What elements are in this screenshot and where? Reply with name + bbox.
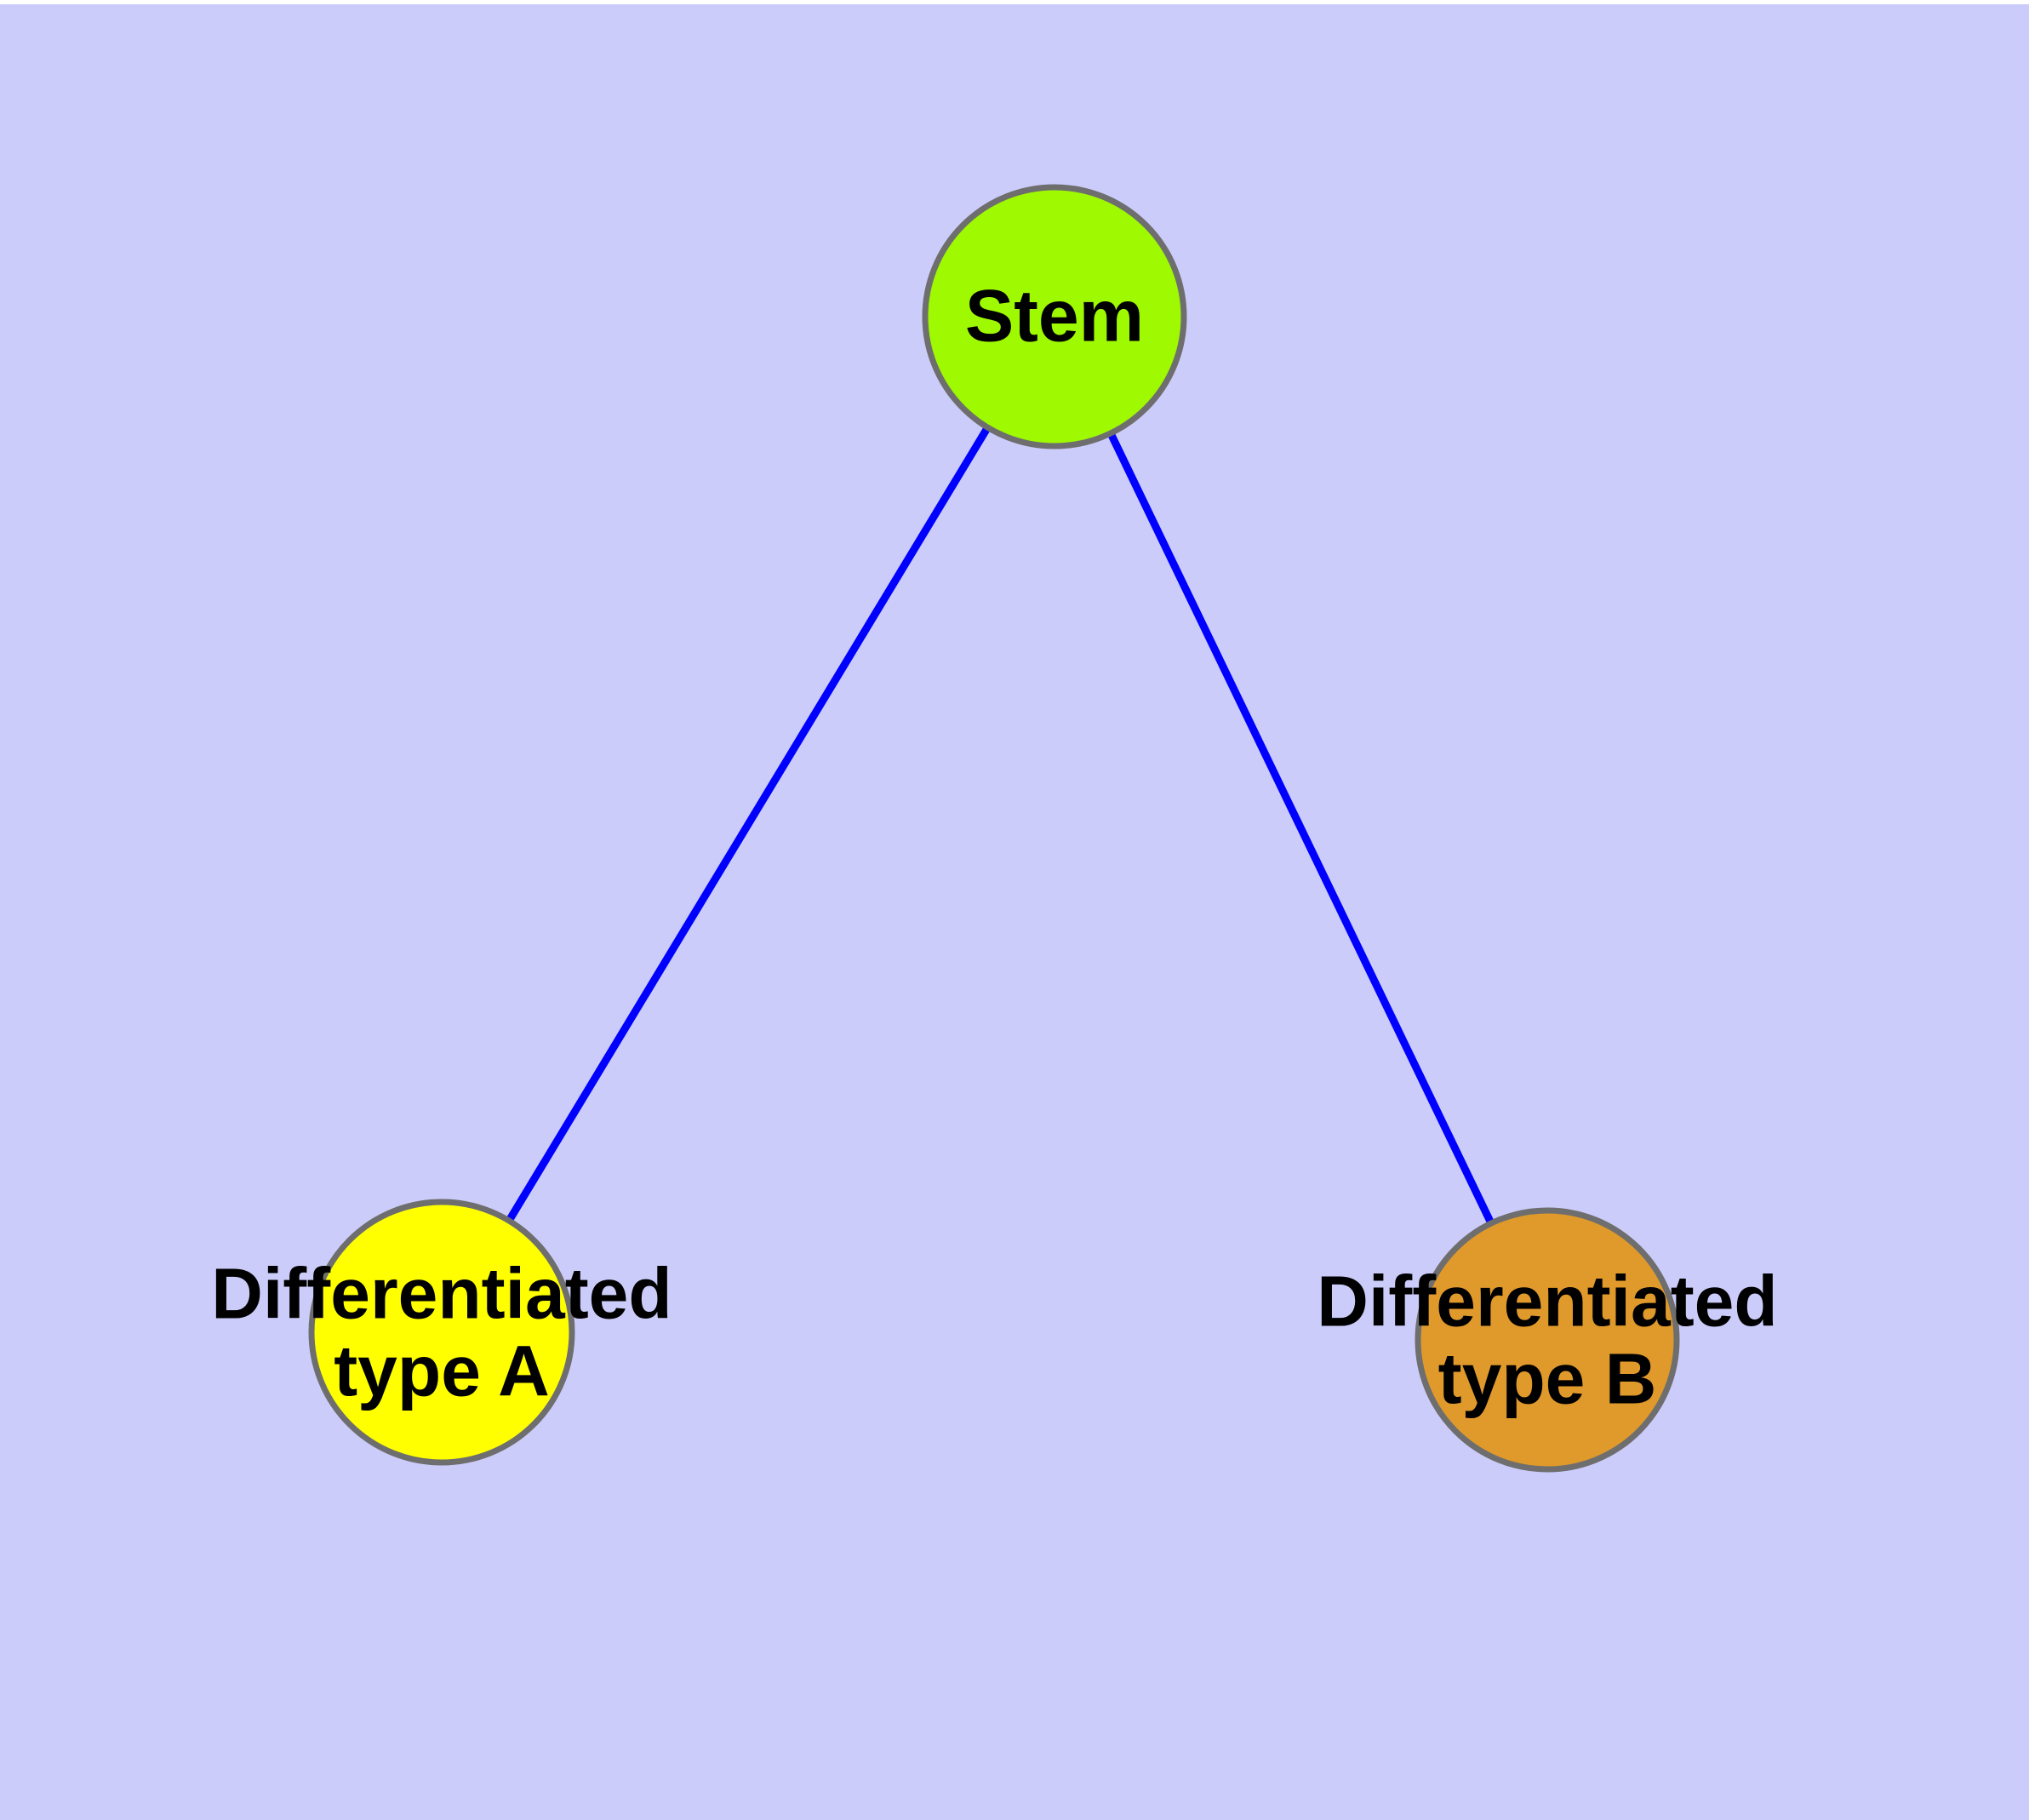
edge-stem-to-diff_a (438, 314, 1058, 1335)
node-stem[interactable] (922, 184, 1187, 449)
nodes-layer (308, 184, 1680, 1473)
edge-stem-to-diff_b (1050, 315, 1552, 1342)
edges-layer (438, 314, 1552, 1342)
node-diff_a[interactable] (308, 1199, 575, 1466)
node-diff_b[interactable] (1415, 1207, 1680, 1473)
